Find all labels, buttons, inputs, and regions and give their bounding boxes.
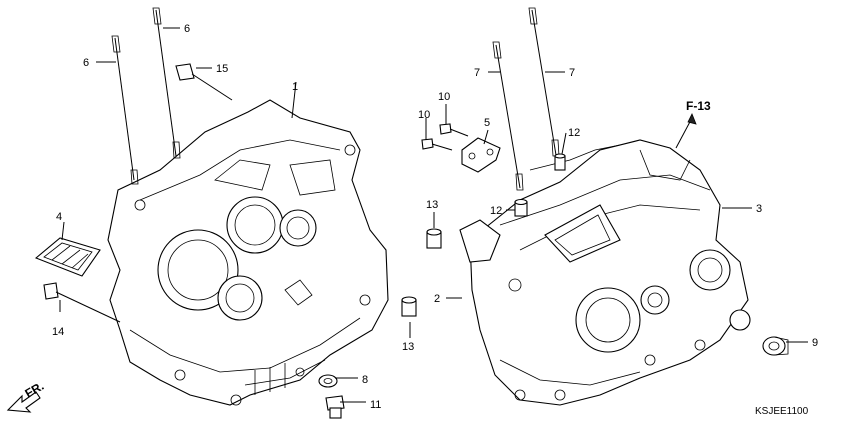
callout-6-lower: 6 <box>83 57 89 69</box>
callout-10-upper: 10 <box>438 91 450 103</box>
oil-screen-4 <box>34 237 101 277</box>
callout-15: 15 <box>216 63 228 75</box>
callout-2: 2 <box>434 293 440 305</box>
front-marker-label: FR. <box>23 379 47 401</box>
callout-11: 11 <box>370 399 381 411</box>
stud-bolt-6b <box>152 7 181 159</box>
callout-7-left: 7 <box>474 67 480 79</box>
callout-5: 5 <box>484 117 490 129</box>
callout-6-upper: 6 <box>184 23 190 35</box>
dowel-pin-12a <box>554 153 566 171</box>
callout-1: 1 <box>292 81 298 93</box>
callout-3: 3 <box>756 203 762 215</box>
callout-12-upper: 12 <box>568 127 580 139</box>
callout-4: 4 <box>56 211 62 223</box>
dowel-pin-13b <box>401 296 417 317</box>
callout-labels: 6 6 15 1 4 14 8 11 13 13 2 7 7 10 10 5 1… <box>52 23 818 417</box>
callout-8: 8 <box>362 374 368 386</box>
dowel-pin-12b <box>514 198 528 217</box>
left-crankcase <box>107 99 389 406</box>
stud-bolt-6a <box>111 35 139 185</box>
setting-plate-5 <box>461 137 501 173</box>
oil-seal-9 <box>762 336 789 356</box>
diagram-code: KSJEE1100 <box>755 406 809 417</box>
drain-plug-11 <box>325 395 345 419</box>
callout-13-lower: 13 <box>402 341 414 353</box>
leader-lines <box>59 27 808 403</box>
callout-12-lower: 12 <box>490 205 502 217</box>
flange-bolt-15 <box>175 63 233 101</box>
callout-9: 9 <box>812 337 818 349</box>
bolt-10a <box>439 123 469 137</box>
callout-7-right: 7 <box>569 67 575 79</box>
bolt-10b <box>421 138 453 151</box>
callout-10-lower: 10 <box>418 109 430 121</box>
sealing-washer-8 <box>318 374 338 388</box>
callout-13-upper: 13 <box>426 199 438 211</box>
stud-bolt-7a <box>492 41 524 191</box>
right-crankcase <box>459 139 751 406</box>
front-direction-marker: FR. <box>6 379 47 413</box>
flange-bolt-14 <box>43 282 121 323</box>
callout-14: 14 <box>52 326 64 338</box>
dowel-pin-13a <box>426 228 442 249</box>
reference-label: F-13 <box>686 99 711 113</box>
stud-bolt-7b <box>528 7 560 157</box>
